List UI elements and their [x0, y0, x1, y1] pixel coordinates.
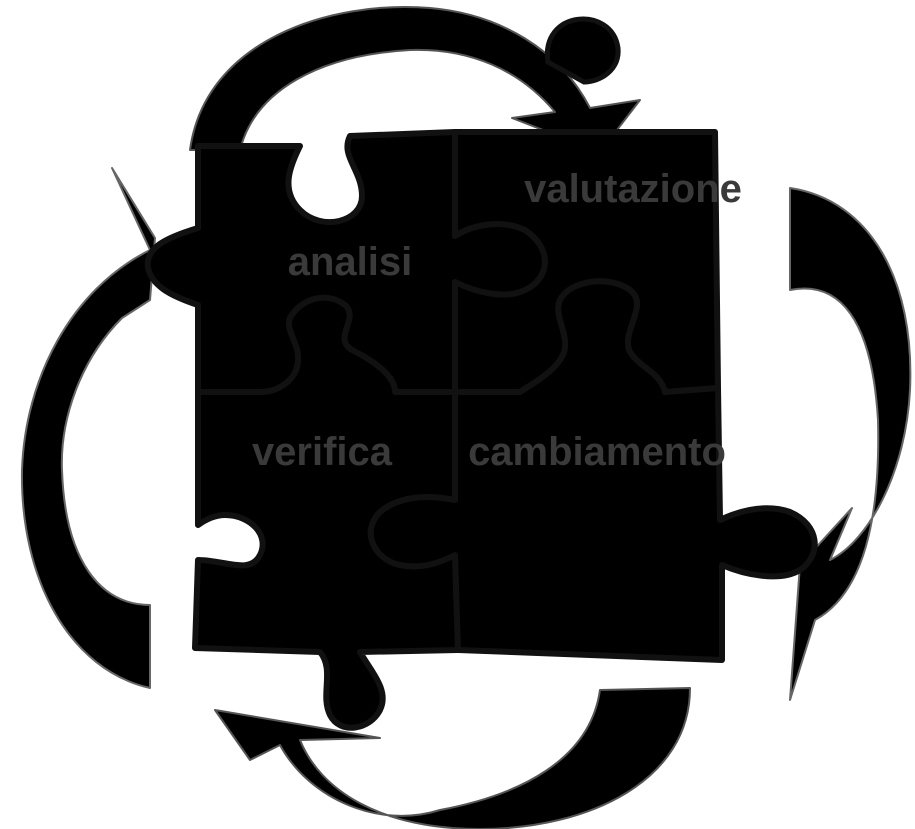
left-cycle-arrow: [20, 167, 156, 689]
label-valutazione: valutazione: [524, 167, 742, 211]
label-cambiamento: cambiamento: [468, 430, 726, 474]
label-verifica: verifica: [252, 430, 393, 474]
top-knob: [545, 16, 621, 85]
bottom-cycle-arrow: [214, 687, 691, 829]
label-analisi: analisi: [288, 240, 413, 284]
top-cycle-arrow: [189, 6, 641, 153]
right-cycle-arrow: [789, 187, 912, 701]
puzzle-piece-cambiamento: [367, 278, 818, 663]
